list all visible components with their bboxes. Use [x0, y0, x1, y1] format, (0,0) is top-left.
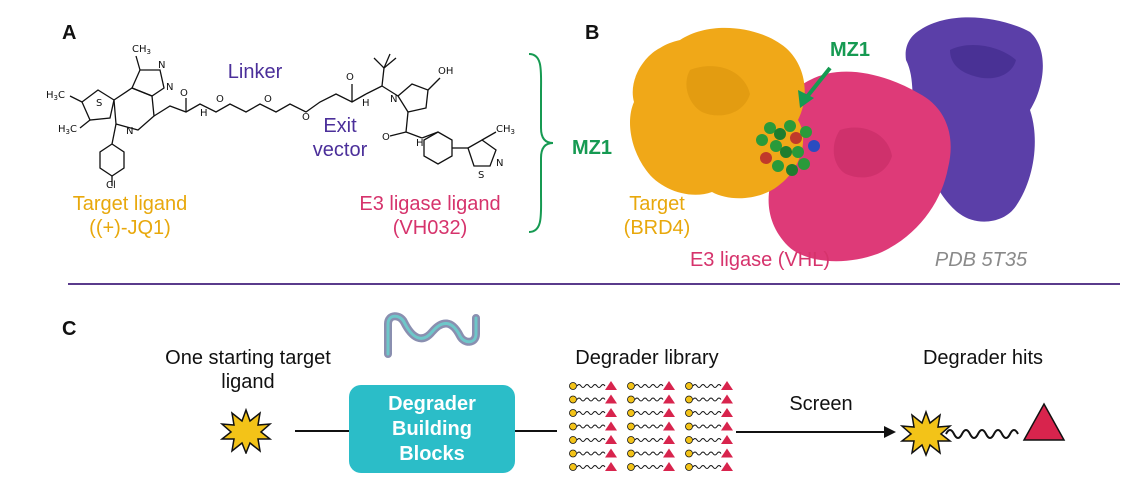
svg-text:H: H	[200, 108, 208, 119]
section-divider	[68, 283, 1120, 285]
library-degrader	[627, 435, 675, 444]
mz1-structure-label: MZ1	[830, 39, 870, 61]
library-degrader	[627, 408, 675, 417]
library-degrader	[685, 462, 733, 471]
starting-ligand-line-2: ligand	[221, 371, 275, 393]
exit-vector-label: Exit vector	[300, 114, 380, 162]
svg-text:Cl: Cl	[106, 180, 116, 190]
library-degrader	[685, 448, 733, 458]
target-ligand-icon	[220, 408, 272, 454]
starting-ligand-line-1: One starting target	[165, 347, 331, 369]
svg-text:N: N	[158, 60, 165, 71]
library-degrader	[627, 394, 675, 404]
library-degrader	[569, 408, 617, 417]
mz1-molecule-label: MZ1	[572, 137, 612, 159]
svg-text:N: N	[496, 158, 503, 169]
linker-label: Linker	[227, 61, 283, 83]
library-degrader	[569, 448, 617, 458]
target-ligand-line-2: ((+)-JQ1)	[89, 217, 171, 239]
degrader-hits-label: Degrader hits	[922, 347, 1044, 369]
mz1-spheres	[756, 120, 820, 176]
degrader-hit-icon	[900, 402, 1066, 458]
library-degrader	[627, 448, 675, 458]
screen-label: Screen	[789, 393, 853, 415]
svg-text:H: H	[416, 138, 424, 149]
svg-text:H3C: H3C	[46, 90, 65, 102]
library-degrader	[569, 435, 617, 444]
svg-text:N: N	[390, 94, 397, 105]
library-degrader	[569, 421, 617, 431]
e3-ligand-line-2: (VH032)	[392, 217, 468, 239]
panel-label-a: A	[62, 22, 77, 44]
e3-ligand-label: E3 ligase ligand (VH032)	[330, 192, 530, 240]
library-degrader	[685, 408, 733, 417]
target-brd4-label: Target (BRD4)	[612, 192, 702, 240]
svg-text:S: S	[96, 98, 102, 109]
svg-text:CH3: CH3	[132, 44, 151, 56]
connector-line-left	[295, 430, 349, 432]
protein-complex-structure	[630, 17, 1043, 262]
linker-wave-icon	[384, 312, 480, 358]
pdb-label: PDB 5T35	[934, 249, 1028, 271]
building-blocks-line-2: Building	[392, 417, 472, 440]
e3-ligand-line-1: E3 ligase ligand	[359, 193, 501, 215]
library-degrader	[685, 435, 733, 444]
connector-line-right	[515, 430, 557, 432]
library-degrader	[627, 462, 675, 471]
curly-brace	[528, 53, 554, 233]
exit-vector-line-1: Exit	[323, 115, 357, 137]
svg-text:H: H	[362, 98, 370, 109]
target-ligand-line-1: Target ligand	[72, 193, 188, 215]
svg-text:N: N	[126, 126, 133, 137]
building-blocks-line-1: Degrader	[388, 392, 476, 415]
e3-vhl-label: E3 ligase (VHL)	[689, 249, 831, 271]
svg-text:O: O	[180, 88, 188, 99]
svg-text:O: O	[216, 94, 224, 105]
library-degrader	[685, 381, 733, 390]
library-degrader	[569, 381, 617, 390]
degrader-building-blocks-box: Degrader Building Blocks	[349, 385, 515, 473]
target-brd4-line-1: Target	[629, 193, 685, 215]
starting-ligand-label: One starting target ligand	[140, 346, 356, 394]
panel-label-c: C	[62, 318, 77, 340]
library-degrader	[685, 394, 733, 404]
exit-vector-line-2: vector	[312, 139, 368, 161]
library-degrader	[569, 462, 617, 471]
target-ligand-label: Target ligand ((+)-JQ1)	[50, 192, 210, 240]
library-degrader	[627, 381, 675, 390]
svg-text:O: O	[382, 132, 390, 143]
target-brd4-line-2: (BRD4)	[623, 217, 691, 239]
library-degrader	[685, 421, 733, 431]
library-degrader	[627, 421, 675, 431]
svg-text:O: O	[302, 112, 310, 123]
svg-text:O: O	[346, 72, 354, 83]
library-degrader	[569, 394, 617, 404]
svg-text:S: S	[478, 170, 484, 181]
svg-text:OH: OH	[438, 66, 453, 77]
degrader-library-label: Degrader library	[575, 347, 719, 369]
svg-text:CH3: CH3	[496, 124, 515, 136]
panel-label-b: B	[585, 22, 600, 44]
mz1-chemical-structure: CH3 H3C H3C S N N N Cl O H O O O O H N O…	[46, 44, 515, 190]
degrader-library-grid	[569, 381, 733, 471]
svg-text:N: N	[166, 82, 173, 93]
building-blocks-line-3: Blocks	[399, 442, 465, 465]
svg-text:O: O	[264, 94, 272, 105]
svg-text:H3C: H3C	[58, 124, 77, 136]
screen-arrow	[736, 426, 896, 438]
